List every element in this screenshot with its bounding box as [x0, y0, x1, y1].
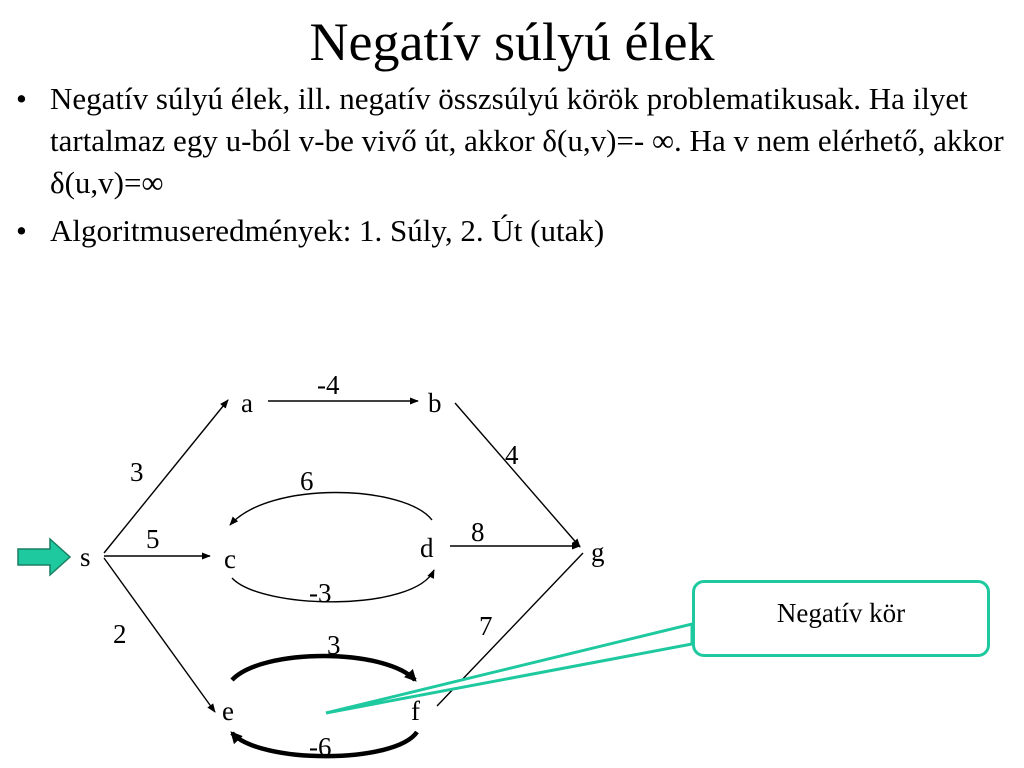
node-d: d — [420, 533, 434, 563]
node-c: c — [224, 544, 236, 574]
bullet-item: • Algoritmuseredmények: 1. Súly, 2. Út (… — [14, 210, 1014, 252]
weight-f-e: -6 — [309, 732, 332, 762]
edge-f-e — [230, 730, 419, 759]
bullet-marker: • — [16, 213, 27, 248]
node-s: s — [80, 542, 91, 572]
node-g: g — [591, 537, 605, 567]
weight-d-c: 6 — [300, 466, 314, 496]
slide-title: Negatív súlyú élek — [309, 12, 715, 72]
node-a: a — [241, 388, 253, 418]
weight-e-f: 3 — [327, 630, 341, 660]
weight-f-g: 7 — [479, 611, 493, 641]
edge-d-c — [229, 491, 433, 526]
edge-s-a — [103, 399, 229, 554]
node-b: b — [428, 388, 442, 418]
bullet-list: • Negatív súlyú élek, ill. negatív összs… — [14, 78, 1014, 258]
weight-c-d: -3 — [309, 578, 332, 608]
start-arrow-icon — [17, 537, 72, 577]
node-e: e — [222, 696, 234, 726]
negative-cycle-callout: Negatív kör — [692, 580, 990, 657]
weight-d-g: 8 — [471, 517, 485, 547]
weight-s-e: 2 — [113, 619, 127, 649]
node-f: f — [411, 696, 420, 726]
edge-b-g — [454, 402, 581, 548]
weight-b-g: 4 — [505, 440, 519, 470]
weight-a-b: -4 — [317, 370, 340, 400]
bullet-text: Algoritmuseredmények: 1. Súly, 2. Út (ut… — [50, 213, 605, 248]
bullet-text: Negatív súlyú élek, ill. negatív összsúl… — [50, 81, 1004, 200]
bullet-item: • Negatív súlyú élek, ill. negatív összs… — [14, 78, 1014, 204]
edge-c-d — [231, 569, 435, 603]
edge-s-e — [103, 557, 216, 713]
weight-s-a: 3 — [130, 457, 144, 487]
bullet-marker: • — [16, 81, 27, 116]
edge-e-f — [230, 653, 417, 682]
callout-pointer — [325, 622, 694, 715]
weight-s-c: 5 — [146, 524, 160, 554]
